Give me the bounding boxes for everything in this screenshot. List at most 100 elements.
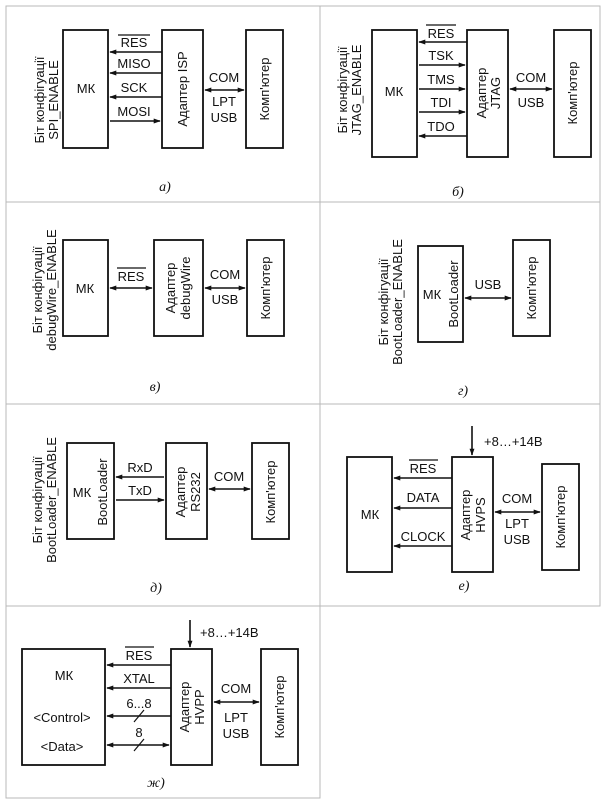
panel-v-config-bit-line2: debugWire_ENABLE xyxy=(44,229,59,351)
panel-a: Біт конфігуації SPI_ENABLE МК Адаптер IS… xyxy=(32,29,284,195)
panel-a-signal-sck: SCK xyxy=(121,80,148,95)
panel-v-adapter-label-line1: Адаптер xyxy=(163,263,178,314)
panel-g-bootloader-label: BootLoader xyxy=(446,260,461,328)
panel-e-mk-label: МК xyxy=(361,507,380,522)
panel-g-config-bit-line2: BootLoader_ENABLE xyxy=(390,239,405,365)
panel-d-mk-box xyxy=(66,442,115,540)
panel-b-adapter-label-line1: Адаптер xyxy=(474,68,489,119)
panel-b-signal-tdi: TDI xyxy=(431,95,452,110)
panel-zh-mk-box xyxy=(21,648,106,766)
panel-e: +8…+14В МК Адаптер HVPS Комп'ютер RES DA… xyxy=(346,426,580,594)
panel-zh-computer-label: Комп'ютер xyxy=(272,676,287,739)
panel-e-supply-label: +8…+14В xyxy=(484,434,543,449)
panel-b-link-usb: USB xyxy=(518,95,545,110)
panel-b-signal-tsk: TSK xyxy=(428,48,454,63)
panel-zh-mk-port-control: <Control> xyxy=(33,710,90,725)
panel-b-link-com: COM xyxy=(516,70,546,85)
panel-e-signal-res: RES xyxy=(410,461,437,476)
panel-b-adapter-label-line2: JTAG xyxy=(488,77,503,109)
panel-g-mk-label: МК xyxy=(423,287,442,302)
panel-b: Біт конфігуації JTAG_ENABLE МК Адаптер J… xyxy=(335,24,592,200)
panel-zh-link-usb: USB xyxy=(223,726,250,741)
panel-a-config-bit-line2: SPI_ENABLE xyxy=(46,60,61,140)
panel-zh-link-com: COM xyxy=(221,681,251,696)
panel-d: Біт конфігуації BootLoader_ENABLE МК Boo… xyxy=(30,437,290,596)
panel-v-adapter-box xyxy=(153,239,204,337)
panel-e-link-com: COM xyxy=(502,491,532,506)
panel-zh-mk-port-data: <Data> xyxy=(41,739,84,754)
panel-frames xyxy=(5,5,601,799)
panel-e-frame xyxy=(319,403,601,607)
panel-b-signal-res: RES xyxy=(428,26,455,41)
panel-zh-signal-data-width: 8 xyxy=(135,725,142,740)
panel-e-signal-clock: CLOCK xyxy=(401,529,446,544)
panel-zh-caption: ж) xyxy=(147,776,165,791)
panel-g-mk-box xyxy=(417,245,464,343)
panel-b-config-bit-line1: Біт конфігуації xyxy=(335,46,350,133)
panel-zh-adapter-label-line1: Адаптер xyxy=(177,682,192,733)
panel-e-signal-data: DATA xyxy=(407,490,440,505)
panel-zh-signal-xtal: XTAL xyxy=(123,671,155,686)
panel-b-config-bit-line2: JTAG_ENABLE xyxy=(349,44,364,135)
panel-b-computer-label: Комп'ютер xyxy=(565,62,580,125)
panel-zh-supply-label: +8…+14В xyxy=(200,625,259,640)
panel-a-computer-label: Комп'ютер xyxy=(257,58,272,121)
panel-e-adapter-label-line1: Адаптер xyxy=(458,490,473,541)
panel-b-mk-box xyxy=(371,29,418,158)
panel-a-signal-miso: MISO xyxy=(117,56,150,71)
panel-d-link-com: COM xyxy=(214,469,244,484)
panel-zh-control-bus-slash xyxy=(133,709,145,723)
panel-g-link-usb: USB xyxy=(475,277,502,292)
panel-v-mk-box xyxy=(62,239,109,337)
panel-v-config-bit-line1: Біт конфігуації xyxy=(30,246,45,333)
panel-e-link-usb: USB xyxy=(504,532,531,547)
panel-d-bootloader-label: BootLoader xyxy=(95,458,110,526)
panel-zh-link-lpt: LPT xyxy=(224,710,248,725)
panel-zh-signal-control-width: 6...8 xyxy=(126,696,151,711)
panel-d-signal-txd: TxD xyxy=(128,483,152,498)
panel-d-adapter-label-line2: RS232 xyxy=(188,472,203,512)
panel-zh-frame xyxy=(5,605,321,799)
panel-e-adapter-label-line2: HVPS xyxy=(473,497,488,533)
panel-zh-adapter-box xyxy=(170,648,213,766)
panel-b-computer-box xyxy=(553,29,592,158)
panel-e-link-lpt: LPT xyxy=(505,516,529,531)
panel-v-computer-box xyxy=(246,239,285,337)
panel-v: Біт конфігуації debugWire_ENABLE МК Адап… xyxy=(30,229,285,395)
panel-a-caption: а) xyxy=(159,180,171,195)
panel-g: Біт конфігуації BootLoader_ENABLE МК Boo… xyxy=(376,239,551,399)
panel-zh-data-bus-slash xyxy=(133,738,145,752)
panel-d-signal-rxd: RxD xyxy=(127,460,152,475)
panel-v-computer-label: Комп'ютер xyxy=(258,257,273,320)
panel-d-mk-label: МК xyxy=(73,485,92,500)
panel-d-caption: д) xyxy=(150,581,162,596)
panel-e-adapter-box xyxy=(451,456,494,573)
panel-v-mk-label: МК xyxy=(76,281,95,296)
panel-zh-computer-box xyxy=(260,648,299,766)
panel-zh-signal-res: RES xyxy=(126,648,153,663)
panel-b-adapter-box xyxy=(466,29,509,158)
panel-a-mk-label: МК xyxy=(77,81,96,96)
panel-a-link-lpt: LPT xyxy=(212,94,236,109)
panel-v-adapter-label-line2: debugWire xyxy=(178,257,193,320)
panel-v-caption: в) xyxy=(150,380,161,395)
panel-b-mk-label: МК xyxy=(385,84,404,99)
panel-a-adapter-label: Адаптер ISP xyxy=(175,51,190,126)
panel-b-signal-tms: TMS xyxy=(427,72,455,87)
panel-d-config-bit-line1: Біт конфігуації xyxy=(30,456,45,543)
panel-a-config-bit-line1: Біт конфігуації xyxy=(32,56,47,143)
panel-a-mk-box xyxy=(62,29,109,149)
panel-b-caption: б) xyxy=(452,185,464,200)
panel-g-computer-label: Комп'ютер xyxy=(524,257,539,320)
panel-b-signal-tdo: TDO xyxy=(427,119,454,134)
panel-a-signal-res: RES xyxy=(121,35,148,50)
panel-a-computer-box xyxy=(245,29,284,149)
panel-d-adapter-box xyxy=(165,442,208,540)
panel-d-adapter-label-line1: Адаптер xyxy=(173,467,188,518)
panel-g-caption: г) xyxy=(458,384,468,399)
panel-d-config-bit-line2: BootLoader_ENABLE xyxy=(44,437,59,563)
panel-d-computer-label: Комп'ютер xyxy=(263,461,278,524)
panel-a-link-com: COM xyxy=(209,70,239,85)
panel-g-computer-box xyxy=(512,239,551,337)
